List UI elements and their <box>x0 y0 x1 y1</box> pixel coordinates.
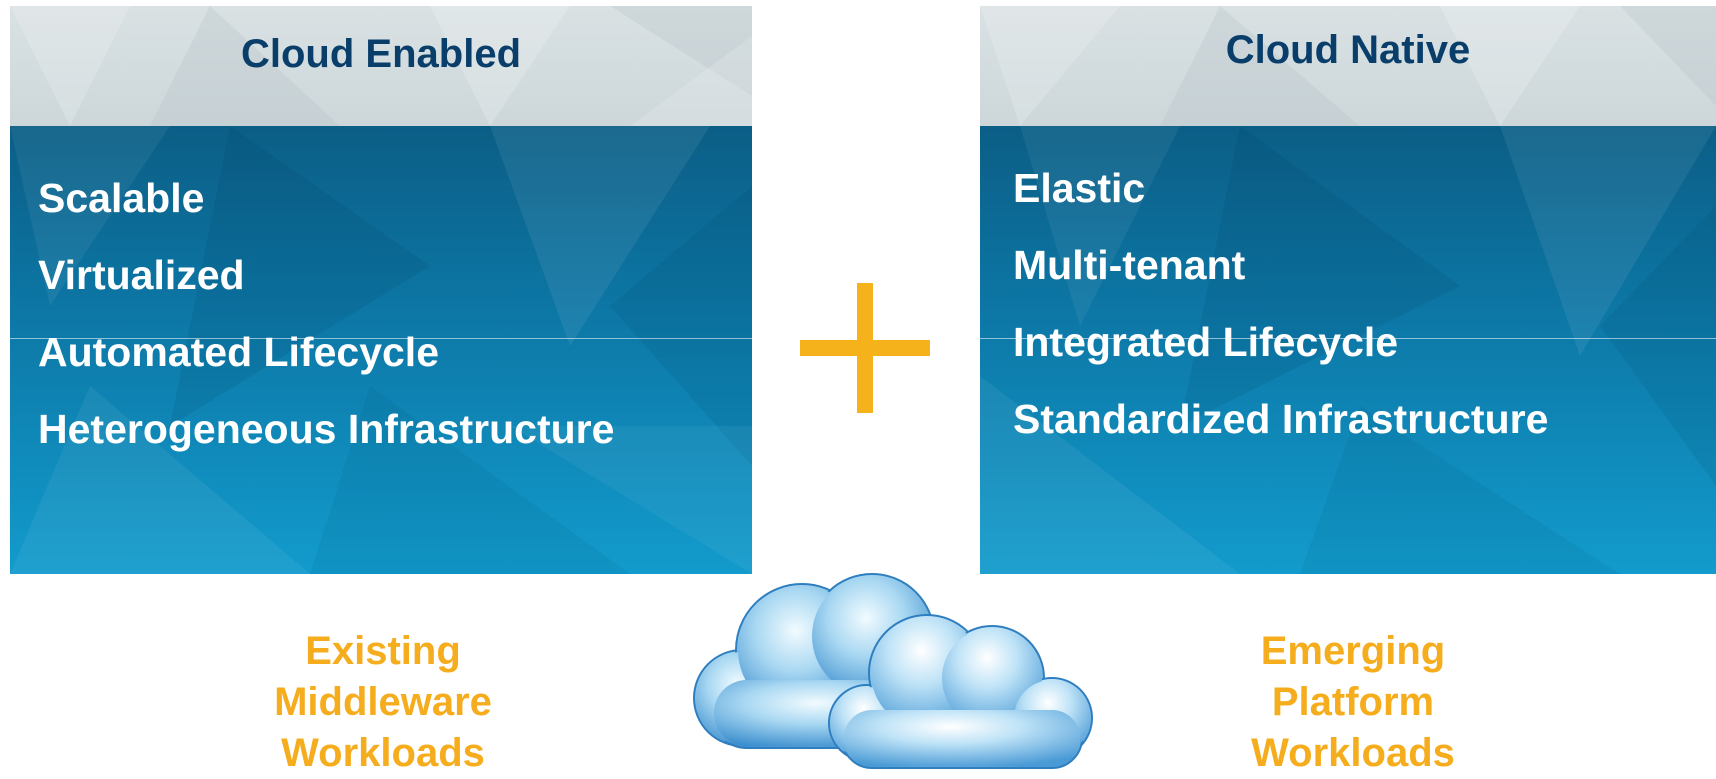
feature-item: Integrated Lifecycle <box>1013 319 1399 365</box>
feature-item: Virtualized <box>38 252 245 298</box>
feature-list: Scalable Virtualized Automated Lifecycle… <box>38 160 614 468</box>
divider-line <box>10 338 752 339</box>
feature-item: Elastic <box>1013 165 1146 211</box>
panel-title: Cloud Enabled <box>241 32 521 76</box>
existing-workloads-caption: Existing Middleware Workloads <box>213 626 553 779</box>
panel-header: Cloud Native <box>980 6 1716 126</box>
feature-item: Automated Lifecycle <box>38 329 439 375</box>
caption-line: Middleware <box>274 680 492 724</box>
panel-body: Elastic Multi-tenant Integrated Lifecycl… <box>980 126 1716 574</box>
panel-header: Cloud Enabled <box>10 6 752 126</box>
panel-title: Cloud Native <box>1225 28 1471 72</box>
divider-line <box>980 338 1716 339</box>
cloud-icon <box>693 573 1093 769</box>
caption-line: Existing <box>305 629 461 673</box>
header-pattern <box>980 6 1716 126</box>
caption-line: Workloads <box>1251 731 1455 775</box>
feature-item: Multi-tenant <box>1013 242 1246 288</box>
caption-line: Platform <box>1271 680 1435 724</box>
body-pattern <box>10 126 752 574</box>
feature-item: Standardized Infrastructure <box>1013 396 1549 442</box>
body-pattern <box>980 126 1716 574</box>
caption-line: Workloads <box>281 731 485 775</box>
caption-line: Emerging <box>1260 629 1446 673</box>
emerging-workloads-caption: Emerging Platform Workloads <box>1183 626 1523 779</box>
cloud-enabled-panel: Cloud Enabled Scalable Virtualized Autom… <box>10 6 752 574</box>
plus-icon <box>800 283 930 413</box>
header-pattern <box>10 6 752 126</box>
cloud-native-panel: Cloud Native Elastic Multi-tenant Integr… <box>980 6 1716 574</box>
panel-body: Scalable Virtualized Automated Lifecycle… <box>10 126 752 574</box>
feature-item: Heterogeneous Infrastructure <box>38 406 615 452</box>
feature-list: Elastic Multi-tenant Integrated Lifecycl… <box>1013 150 1548 458</box>
feature-item: Scalable <box>38 175 205 221</box>
